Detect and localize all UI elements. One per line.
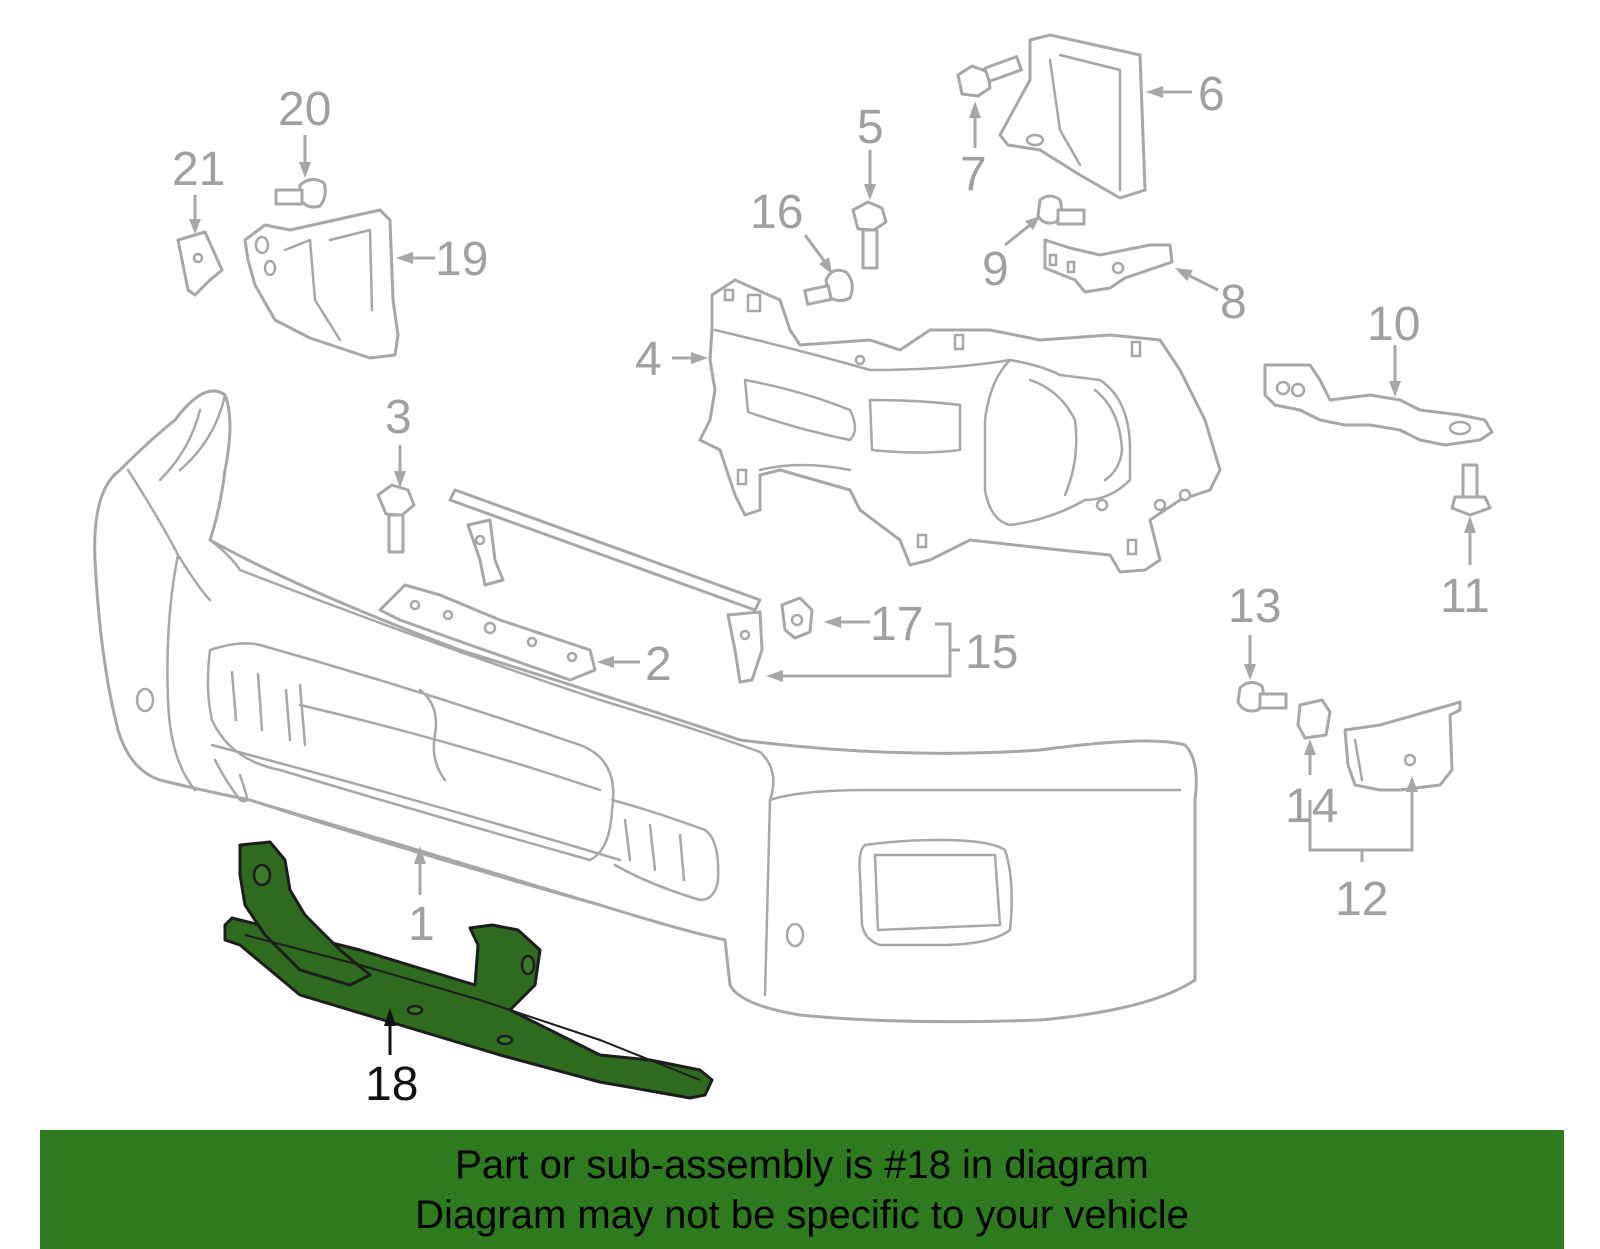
callout-labels: 1 2 3 4 5 6 7 8 9 10 11 12 13 14 15 16 1… [172,68,1490,1111]
part-19-bracket[interactable] [243,208,400,360]
part-3-bolt[interactable] [376,483,416,554]
part-8-bracket[interactable] [1043,238,1174,294]
part-16-bolt[interactable] [803,268,854,306]
callout-1: 1 [408,898,435,951]
part-7-bolt[interactable] [956,55,1023,98]
callout-13: 13 [1228,580,1281,633]
part-2-bracket[interactable] [378,583,597,682]
banner-line-1: Part or sub-assembly is #18 in diagram [455,1143,1149,1187]
part-4-absorber[interactable] [698,278,1222,574]
part-5-bolt[interactable] [851,200,888,270]
part-15-strip[interactable] [448,488,764,684]
part-18-skid-plate[interactable] [223,840,714,1100]
part-12-bracket[interactable] [1343,700,1462,792]
part-21-clip[interactable] [176,230,224,297]
callout-9: 9 [982,243,1009,296]
part-9-bolt[interactable] [1036,194,1086,226]
part-13-bolt[interactable] [1236,681,1288,713]
callout-14: 14 [1285,780,1338,833]
callout-15: 15 [965,626,1018,679]
part-10-brace[interactable] [1263,363,1494,447]
callout-6: 6 [1198,68,1225,121]
callout-12: 12 [1335,873,1388,926]
callout-7: 7 [960,148,987,201]
leader-lines [189,86,1476,1055]
part-6-bracket[interactable] [998,33,1147,200]
callout-2: 2 [645,638,672,691]
info-banner: Part or sub-assembly is #18 in diagram D… [40,1130,1564,1249]
callout-4: 4 [635,333,662,386]
part-11-bolt[interactable] [1450,463,1492,517]
part-14-clip[interactable] [1296,698,1332,740]
callout-5: 5 [857,101,884,154]
callout-17: 17 [870,598,923,651]
callout-18: 18 [365,1058,418,1111]
callout-19: 19 [435,233,488,286]
part-17-clip[interactable] [780,596,814,640]
banner-line-2: Diagram may not be specific to your vehi… [415,1193,1189,1237]
part-1-bumper[interactable] [93,389,1198,1024]
callout-16: 16 [750,186,803,239]
callout-21: 21 [172,143,225,196]
callout-11: 11 [1440,570,1490,623]
callout-3: 3 [385,391,412,444]
callout-20: 20 [278,83,331,136]
callout-10: 10 [1367,298,1420,351]
callout-8: 8 [1220,276,1247,329]
part-20-bolt[interactable] [274,178,327,209]
